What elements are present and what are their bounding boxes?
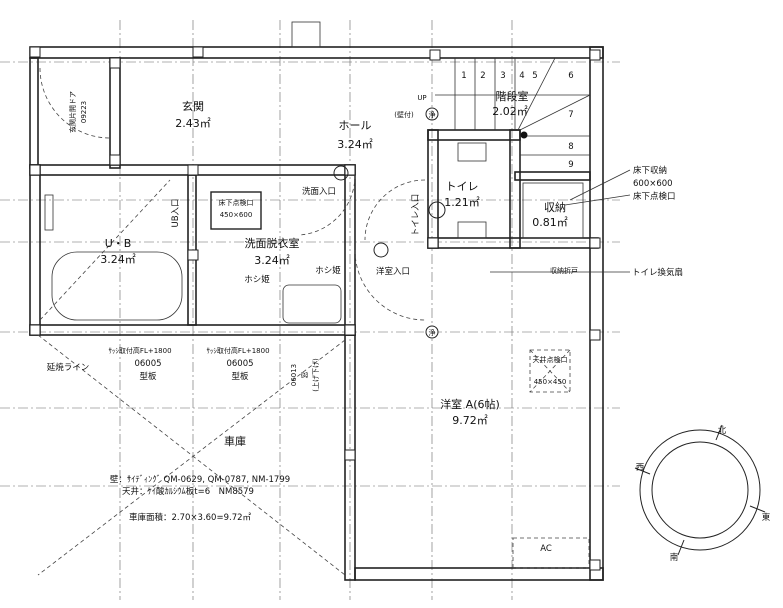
room-name-storage: 収納 bbox=[544, 201, 566, 214]
garage-ceiling-spec: 天井：ｹｲ酸ｶﾙｼｳﾑ板t=6 NM8579 bbox=[122, 486, 254, 497]
compass-north: 北 bbox=[718, 426, 727, 436]
room-name-western: 洋室 A(6帖) bbox=[440, 397, 500, 411]
structural-posts bbox=[29, 46, 601, 571]
sash-code: 06005 bbox=[226, 359, 253, 369]
hatched-fixture-icon bbox=[428, 201, 446, 219]
room-area-washroom: 3.24㎡ bbox=[254, 254, 290, 267]
stair-step: 7 bbox=[568, 110, 573, 120]
sash-type: 型板 bbox=[231, 371, 249, 382]
stair-step: 8 bbox=[568, 142, 573, 152]
stair-step: 3 bbox=[500, 71, 505, 81]
stair-step: 6 bbox=[568, 71, 573, 81]
room-name-stair: 階段室 bbox=[496, 89, 529, 103]
compass-south: 南 bbox=[670, 552, 679, 563]
toilet-entry-label: トイレ入口 bbox=[411, 194, 421, 237]
sash-type: 型板 bbox=[139, 371, 157, 382]
underfloor-hatch-label: 床下点検口 bbox=[633, 191, 676, 202]
compass bbox=[634, 424, 766, 556]
stair-step: 5 bbox=[532, 71, 537, 81]
floor-hatch-size: 450×600 bbox=[220, 211, 253, 219]
underfloor-storage-size: 600×600 bbox=[633, 179, 673, 189]
ub-entry-label: UB入口 bbox=[171, 198, 181, 227]
ceiling-hatch-size: 450×450 bbox=[534, 378, 567, 386]
ac-label: AC bbox=[540, 544, 552, 554]
room-name-washroom: 洗面脱衣室 bbox=[245, 236, 300, 250]
room-area-ub: 3.24㎡ bbox=[100, 253, 136, 266]
door-swings bbox=[37, 67, 590, 576]
septic-label: 浄 bbox=[429, 328, 436, 337]
stair-marker-icon bbox=[520, 131, 528, 139]
sash-code: 06005 bbox=[134, 359, 161, 369]
room-area-hall: 3.24㎡ bbox=[337, 138, 373, 151]
septic-icon bbox=[425, 107, 439, 121]
toilet-fan-label: トイレ換気扇 bbox=[632, 267, 683, 278]
sash-label: ｻｯｼ取付高FL+1800 bbox=[206, 346, 269, 355]
sash-label: ｻｯｼ取付高FL+1800 bbox=[108, 346, 171, 355]
stair-treads bbox=[435, 57, 591, 156]
room-area-stair: 2.02㎡ bbox=[492, 105, 528, 118]
stair-step: 1 bbox=[461, 71, 466, 81]
wall-mount-label: (壁付) bbox=[394, 110, 414, 119]
stair-step: 9 bbox=[568, 160, 573, 170]
room-name-ub: U・B bbox=[105, 237, 132, 250]
room-name-hall: ホール bbox=[339, 119, 372, 132]
room-name-garage: 車庫 bbox=[224, 434, 246, 448]
compass-west: 西 bbox=[636, 463, 645, 473]
western-entry-label: 洋室入口 bbox=[376, 266, 410, 277]
stair-step: 2 bbox=[480, 71, 485, 81]
room-area-genkan: 2.43㎡ bbox=[175, 117, 211, 130]
fire-line-label: 延焼ライン bbox=[47, 362, 90, 373]
room-area-storage: 0.81㎡ bbox=[532, 216, 568, 229]
ceiling-hatch-label: 天井点検口 bbox=[533, 355, 568, 364]
drying-rod-label: ホシ姫 bbox=[244, 274, 270, 285]
entrance-door-label: 玄関片開ドア bbox=[68, 91, 77, 133]
window-type: (上げ下げ) bbox=[311, 358, 320, 392]
window-name: 窓 bbox=[300, 372, 309, 379]
stair-step: 4 bbox=[519, 71, 524, 81]
room-name-genkan: 玄関 bbox=[182, 99, 204, 113]
entrance-door-code: 09223 bbox=[80, 101, 88, 123]
room-area-toilet: 1.21㎡ bbox=[444, 196, 480, 209]
underfloor-storage-label: 床下収納 bbox=[633, 165, 667, 176]
wash-entry-label: 洗面入口 bbox=[302, 186, 336, 197]
garage-area-calc: 車庫面積：2.70×3.60=9.72㎡ bbox=[129, 512, 252, 523]
drying-rod-label: ホシ姫 bbox=[315, 265, 341, 276]
floor-hatch-label: 床下点検口 bbox=[219, 198, 254, 207]
garage-wall-spec: 壁：ｻｲﾃﾞｨﾝｸﾞ QM-0629, QM-0787, NM-1799 bbox=[110, 474, 290, 485]
up-label: UP bbox=[417, 94, 426, 102]
hatched-fixture-icon bbox=[373, 242, 389, 258]
septic-label: 浄 bbox=[429, 110, 436, 119]
room-name-toilet: トイレ bbox=[446, 180, 479, 193]
compass-east: 東 bbox=[762, 512, 771, 523]
floor-hatch-box bbox=[210, 191, 262, 230]
window-code: 06013 bbox=[290, 364, 298, 386]
storage-door-label: 収納折戸 bbox=[550, 266, 578, 275]
septic-icon bbox=[425, 325, 439, 339]
hatched-fixture-icon bbox=[333, 165, 349, 181]
room-area-western: 9.72㎡ bbox=[452, 414, 488, 427]
